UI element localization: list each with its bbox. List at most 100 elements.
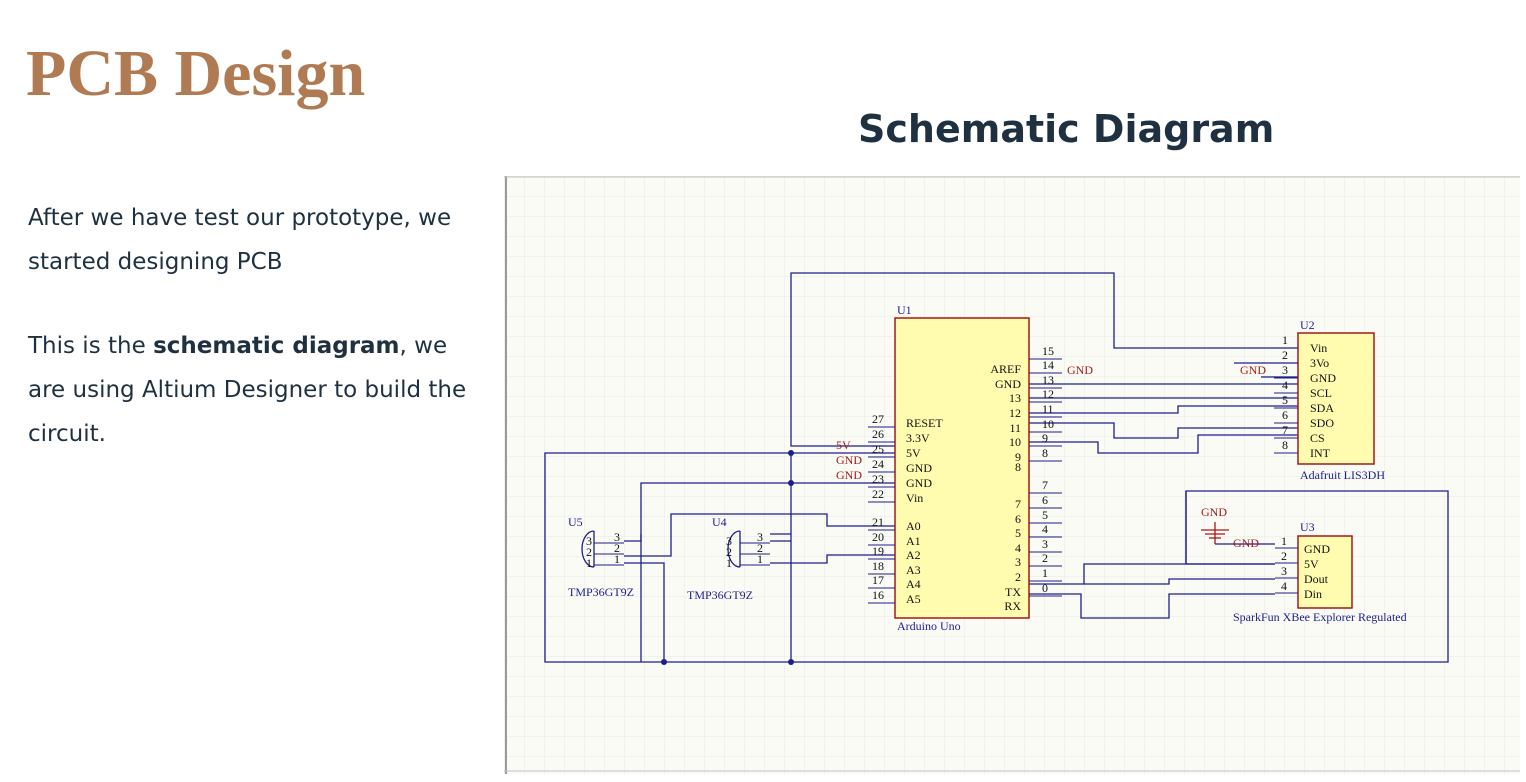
u1-pin-label-a4: A4 bbox=[906, 577, 921, 591]
u5-pins-outer-number-1: 1 bbox=[614, 552, 620, 566]
u2-pin-label-sda: SDA bbox=[1310, 401, 1334, 415]
u2-pin-label-sdo: SDO bbox=[1310, 416, 1334, 430]
wires bbox=[544, 272, 1449, 663]
wire-u5-1 bbox=[624, 562, 665, 662]
u4-designator: U4 bbox=[712, 515, 727, 529]
wire-u5-3 bbox=[624, 534, 642, 542]
u5-part-name: TMP36GT9Z bbox=[568, 585, 634, 599]
u5-pins-outer-number-3: 3 bbox=[614, 530, 620, 544]
u2-adafruit-lis3dh[interactable]: U2 Adafruit LIS3DH GND 1Vin23Vo3GND4SCL5… bbox=[1240, 318, 1385, 482]
schematic-diagram-emphasis: schematic diagram bbox=[153, 333, 400, 359]
u1-pin-number-16: 16 bbox=[872, 588, 884, 602]
paragraph-2-lead: This is the bbox=[28, 333, 154, 359]
u1-pin-number-17: 17 bbox=[872, 573, 884, 587]
u1-pin-label-gnd: GND bbox=[906, 476, 932, 490]
u4-pins-inner-number-1: 1 bbox=[726, 556, 732, 570]
u4-body bbox=[727, 530, 741, 568]
u3-pin-number-1: 1 bbox=[1281, 534, 1287, 548]
u1-pin-label-aref: AREF bbox=[990, 362, 1021, 376]
wire-u5-2-to-a0 bbox=[624, 513, 895, 557]
wire-u4-1 bbox=[770, 554, 895, 564]
u1-part-name: Arduino Uno bbox=[897, 619, 961, 633]
u1-pin-label-a2: A2 bbox=[906, 548, 921, 562]
u1-pin-number-10: 10 bbox=[1042, 417, 1054, 431]
u2-pin-number-3: 3 bbox=[1282, 363, 1288, 377]
u1-pin-number-13: 13 bbox=[1042, 373, 1054, 387]
u1-pin-number-2: 2 bbox=[1042, 551, 1048, 565]
u5-pins-inner-number-3: 3 bbox=[586, 534, 592, 548]
junction-bus-u4 bbox=[788, 659, 794, 665]
u1-pin-label-4: 4 bbox=[1015, 541, 1021, 555]
u5-pins-outer-number-2: 2 bbox=[614, 541, 620, 555]
u4-pins-inner-number-2: 2 bbox=[726, 545, 732, 559]
u3-pin-label-gnd: GND bbox=[1304, 542, 1330, 556]
u5-designator: U5 bbox=[568, 515, 583, 529]
u1-pin-number-6: 6 bbox=[1042, 493, 1048, 507]
u1-pin-label-11: 11 bbox=[1009, 421, 1021, 435]
u1-pin-number-26: 26 bbox=[872, 427, 884, 441]
wire-cs bbox=[1029, 422, 1298, 439]
u1-pin-number-5: 5 bbox=[1042, 508, 1048, 522]
u1-pin-number-22: 22 bbox=[872, 487, 884, 501]
wire-tx bbox=[1029, 563, 1275, 585]
wire-vin-loop bbox=[790, 272, 1298, 447]
u4-part-name: TMP36GT9Z bbox=[687, 588, 753, 602]
u3-pin-number-2: 2 bbox=[1281, 549, 1287, 563]
u5-body bbox=[581, 530, 595, 568]
net-label-gnd-24: GND bbox=[836, 453, 862, 467]
u1-pin-label-3: 3 bbox=[1015, 555, 1021, 569]
wire-dout bbox=[1084, 578, 1275, 585]
u3-power-port-gnd-label: GND bbox=[1201, 505, 1227, 519]
u3-pin-label-5v: 5V bbox=[1304, 557, 1319, 571]
u3-pin-label-dout: Dout bbox=[1304, 572, 1329, 586]
u3-pin-number-3: 3 bbox=[1281, 564, 1287, 578]
net-label-gnd-23: GND bbox=[836, 468, 862, 482]
u1-pin-label-tx: TX bbox=[1005, 585, 1021, 599]
u3-sparkfun-xbee-explorer[interactable]: U3 SparkFun XBee Explorer Regulated 1GND… bbox=[1201, 505, 1407, 624]
u1-pin-label-5: 5 bbox=[1015, 526, 1021, 540]
u3-part-name: SparkFun XBee Explorer Regulated bbox=[1233, 610, 1407, 624]
u1-pin-number-3: 3 bbox=[1042, 537, 1048, 551]
u3-net-label-gnd: GND bbox=[1233, 536, 1259, 550]
u1-pin-label-7: 7 bbox=[1015, 497, 1021, 511]
u2-pin-label-3vo: 3Vo bbox=[1310, 356, 1329, 370]
u4-pins-inner-number-3: 3 bbox=[726, 534, 732, 548]
u1-pin-number-8: 8 bbox=[1042, 446, 1048, 460]
u3-pin-number-4: 4 bbox=[1281, 579, 1287, 593]
u1-pin-number-12: 12 bbox=[1042, 387, 1054, 401]
u1-pin-label-33v: 3.3V bbox=[906, 431, 930, 445]
u1-pin-number-1: 1 bbox=[1042, 566, 1048, 580]
junction-5v-gnd bbox=[788, 480, 794, 486]
u1-pin-number-9: 9 bbox=[1042, 431, 1048, 445]
u1-pin-label-a3: A3 bbox=[906, 563, 921, 577]
u1-pin-number-27: 27 bbox=[872, 412, 884, 426]
u1-pin-label-8: 8 bbox=[1015, 460, 1021, 474]
junction-bus-u5 bbox=[661, 659, 667, 665]
u1-pin-number-7: 7 bbox=[1042, 478, 1048, 492]
u4-pins-outer-number-2: 2 bbox=[757, 541, 763, 555]
u1-pin-label-a1: A1 bbox=[906, 534, 921, 548]
description: After we have test our prototype, we sta… bbox=[28, 196, 478, 496]
u1-pin-label-10: 10 bbox=[1009, 435, 1021, 449]
wire-int bbox=[1029, 434, 1298, 454]
u2-net-label-gnd: GND bbox=[1240, 363, 1266, 377]
net-label-5v: 5V bbox=[836, 438, 851, 452]
paragraph-2-tail: , we are using Altium Designer to build … bbox=[28, 333, 467, 447]
u1-pin-number-15: 15 bbox=[1042, 344, 1054, 358]
slide-title: PCB Design bbox=[26, 37, 366, 110]
u2-pin-number-5: 5 bbox=[1282, 393, 1288, 407]
u3-designator: U3 bbox=[1300, 520, 1315, 534]
net-label-gnd-14: GND bbox=[1067, 363, 1093, 377]
u5-pins-inner-number-2: 2 bbox=[586, 545, 592, 559]
u2-pin-number-6: 6 bbox=[1282, 408, 1288, 422]
u1-designator: U1 bbox=[897, 303, 912, 317]
u1-pin-label-5v: 5V bbox=[906, 446, 921, 460]
wire-gnd-bus bbox=[640, 482, 895, 662]
